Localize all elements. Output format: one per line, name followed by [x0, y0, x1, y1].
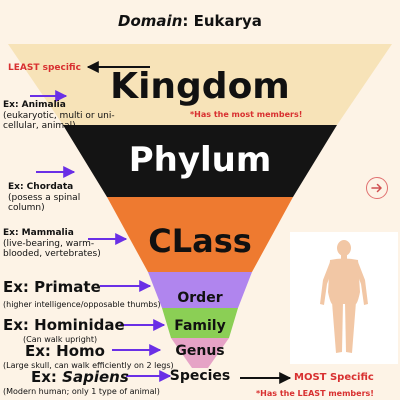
domain-label: Domain — [118, 12, 183, 30]
most-specific-note: MOST Specific — [294, 372, 374, 383]
chordata-example: Ex: Chordata (posess a spinal column) — [8, 182, 128, 214]
sapiens-title: Ex: Sapiens — [31, 368, 160, 386]
mammalia-title: Ex: Mammalia — [3, 228, 74, 238]
page-title: Domain: Eukarya — [0, 12, 380, 30]
mammalia-desc-2: blooded, vertebrates) — [3, 249, 101, 259]
family-band — [162, 308, 238, 338]
sapiens-desc: (Modern human; only 1 type of animal) — [3, 387, 160, 396]
animalia-example: Ex: Animalia (eukaryotic, multi or uni- … — [3, 100, 138, 132]
human-figure-panel — [290, 232, 398, 364]
genus-label: Genus — [175, 343, 225, 359]
genus-band — [171, 338, 229, 368]
animalia-desc-1: (eukaryotic, multi or uni- — [3, 110, 115, 121]
hominidae-example: Ex: Hominidae (Can walk upright) — [3, 316, 125, 346]
sapiens-name: Sapiens — [62, 368, 129, 386]
hominidae-title: Ex: Hominidae — [3, 316, 125, 334]
primate-example: Ex: Primate (higher intelligence/opposab… — [3, 278, 161, 311]
most-members-note: *Has the most members! — [190, 110, 303, 119]
order-label: Order — [177, 290, 223, 306]
sapiens-prefix: Ex: — [31, 368, 63, 386]
homo-title: Ex: Homo — [25, 342, 105, 360]
hominidae-desc: (Can walk upright) — [23, 335, 98, 344]
sapiens-example: Ex: Sapiens (Modern human; only 1 type o… — [3, 368, 160, 398]
primate-title: Ex: Primate — [3, 278, 101, 296]
class-band — [107, 197, 293, 272]
class-label: CLass — [148, 222, 252, 260]
species-label: Species — [169, 368, 231, 384]
kingdom-band — [8, 44, 392, 125]
primate-desc: (higher intelligence/opposable thumbs) — [3, 300, 161, 309]
mammalia-desc-1: (live-bearing, warm- — [3, 238, 95, 249]
family-label: Family — [174, 318, 226, 334]
animalia-desc-2: cellular, animal) — [3, 121, 76, 131]
domain-value: : Eukarya — [182, 12, 262, 30]
order-band — [148, 272, 252, 308]
chordata-title: Ex: Chordata — [8, 182, 74, 192]
homo-desc: (Large skull, can walk efficiently on 2 … — [3, 361, 174, 370]
right-arrow-glyph-icon — [371, 183, 382, 193]
human-body-silhouette-icon — [320, 240, 368, 353]
right-arrow-circle-icon[interactable] — [366, 177, 388, 199]
kingdom-label: Kingdom — [110, 66, 290, 107]
phylum-band — [63, 125, 337, 197]
least-members-note: *Has the LEAST members! — [256, 389, 374, 398]
chordata-desc-2: column) — [8, 203, 45, 213]
phylum-label: Phylum — [128, 140, 272, 180]
mammalia-example: Ex: Mammalia (live-bearing, warm- bloode… — [3, 228, 123, 260]
animalia-title: Ex: Animalia — [3, 100, 66, 110]
chordata-desc-1: (posess a spinal — [8, 192, 81, 203]
homo-example: Ex: Homo (Large skull, can walk efficien… — [3, 342, 174, 372]
least-specific-note: LEAST specific — [8, 63, 81, 73]
